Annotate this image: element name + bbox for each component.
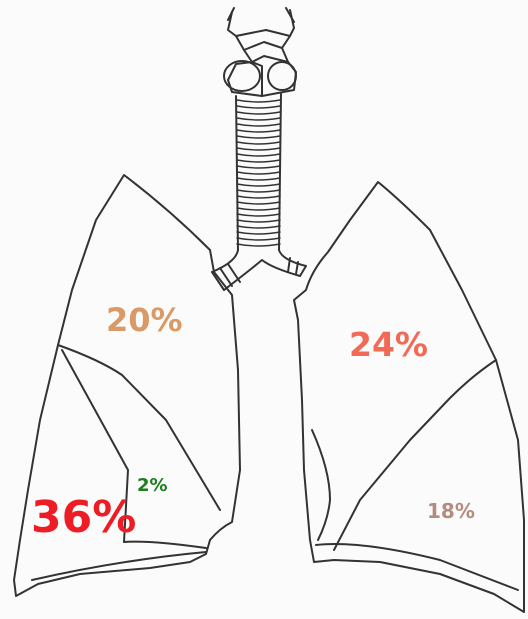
left-middle-lobe-percent: 2%	[137, 477, 168, 495]
left-lower-lobe-percent: 36%	[31, 496, 136, 540]
trachea-drawing	[236, 94, 281, 250]
bronchi-drawing	[212, 250, 306, 290]
left-upper-lobe-percent: 20%	[106, 304, 183, 336]
right-upper-lobe-percent: 24%	[349, 328, 428, 361]
larynx-drawing	[224, 8, 296, 96]
right-lower-lobe-percent: 18%	[427, 501, 475, 521]
right-lung-drawing	[294, 182, 524, 612]
